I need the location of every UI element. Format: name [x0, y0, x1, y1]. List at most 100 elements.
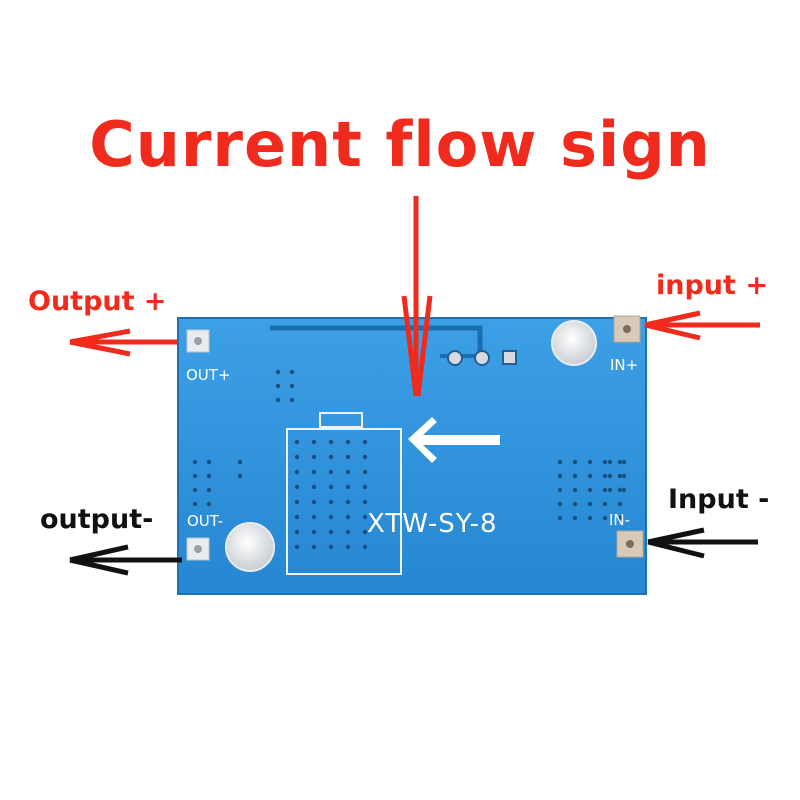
- via-dot: [328, 544, 334, 550]
- via-dot: [607, 459, 613, 465]
- pad-hole: [194, 545, 202, 553]
- via-dot: [602, 487, 608, 493]
- via-dot: [311, 529, 317, 535]
- via-dot: [557, 487, 563, 493]
- via-dot: [328, 484, 334, 490]
- via-dot: [621, 487, 627, 493]
- via-dot: [289, 397, 295, 403]
- via-dot: [311, 544, 317, 550]
- via-dot: [294, 514, 300, 520]
- output-minus-label: output-: [40, 504, 154, 535]
- via-dot: [362, 454, 368, 460]
- via-dot: [572, 459, 578, 465]
- left-arrow-icon: [408, 417, 500, 463]
- output-plus-label: Output +: [28, 286, 167, 317]
- via-dot: [617, 473, 623, 479]
- via-dot: [237, 459, 243, 465]
- via-pad: [474, 350, 490, 366]
- silkscreen-out-plus: OUT+: [186, 366, 231, 384]
- silkscreen-in-minus: IN-: [609, 511, 631, 529]
- via-dot: [345, 439, 351, 445]
- via-pad: [447, 350, 463, 366]
- input-minus-label: Input -: [668, 484, 770, 515]
- via-dot: [311, 514, 317, 520]
- square-pad: [502, 350, 517, 365]
- via-dot: [345, 484, 351, 490]
- via-dot: [362, 514, 368, 520]
- ic-notch: [319, 412, 363, 428]
- via-dot: [294, 529, 300, 535]
- via-dot: [572, 473, 578, 479]
- via-dot: [294, 469, 300, 475]
- via-dot: [294, 499, 300, 505]
- via-dot: [587, 501, 593, 507]
- via-dot: [206, 501, 212, 507]
- arrow-icon: [644, 310, 760, 341]
- via-dot: [345, 514, 351, 520]
- silkscreen-model: XTW-SY-8: [367, 509, 498, 539]
- arrow-icon: [647, 527, 758, 559]
- via-dot: [345, 529, 351, 535]
- via-dot: [311, 499, 317, 505]
- via-dot: [328, 529, 334, 535]
- via-dot: [587, 487, 593, 493]
- arrow-icon: [69, 328, 178, 357]
- via-dot: [557, 501, 563, 507]
- via-dot: [602, 473, 608, 479]
- via-dot: [294, 439, 300, 445]
- via-dot: [294, 454, 300, 460]
- via-dot: [587, 459, 593, 465]
- via-dot: [311, 469, 317, 475]
- via-dot: [587, 473, 593, 479]
- round-pad-input: [551, 320, 597, 366]
- via-dot: [192, 487, 198, 493]
- via-dot: [345, 469, 351, 475]
- via-dot: [362, 469, 368, 475]
- via-dot: [345, 454, 351, 460]
- silkscreen-in-plus: IN+: [610, 356, 639, 374]
- via-dot: [311, 484, 317, 490]
- via-dot: [572, 515, 578, 521]
- via-dot: [206, 487, 212, 493]
- pad-hole: [626, 540, 634, 548]
- via-dot: [345, 544, 351, 550]
- via-dot: [362, 499, 368, 505]
- via-dot: [345, 499, 351, 505]
- via-dot: [572, 501, 578, 507]
- copper-trace: [270, 325, 483, 358]
- via-dot: [275, 369, 281, 375]
- via-dot: [328, 439, 334, 445]
- via-dot: [289, 369, 295, 375]
- via-dot: [192, 473, 198, 479]
- pad-hole: [623, 325, 631, 333]
- via-dot: [311, 454, 317, 460]
- via-dot: [362, 484, 368, 490]
- via-dot: [362, 529, 368, 535]
- via-dot: [617, 459, 623, 465]
- via-dot: [557, 515, 563, 521]
- via-dot: [621, 459, 627, 465]
- via-dot: [275, 397, 281, 403]
- via-grid: [192, 369, 627, 550]
- via-dot: [587, 515, 593, 521]
- via-dot: [617, 515, 623, 521]
- via-dot: [557, 459, 563, 465]
- pad-hole: [194, 337, 202, 345]
- via-dot: [237, 473, 243, 479]
- via-dot: [328, 499, 334, 505]
- via-dot: [328, 469, 334, 475]
- ic-outline: [286, 428, 402, 575]
- via-dot: [192, 501, 198, 507]
- silkscreen-out-minus: OUT-: [187, 512, 223, 530]
- via-dot: [602, 515, 608, 521]
- via-dot: [617, 501, 623, 507]
- via-dot: [362, 544, 368, 550]
- via-dot: [607, 487, 613, 493]
- via-dot: [557, 473, 563, 479]
- input-plus-label: input +: [656, 270, 768, 301]
- via-dot: [602, 501, 608, 507]
- via-dot: [607, 473, 613, 479]
- via-dot: [206, 473, 212, 479]
